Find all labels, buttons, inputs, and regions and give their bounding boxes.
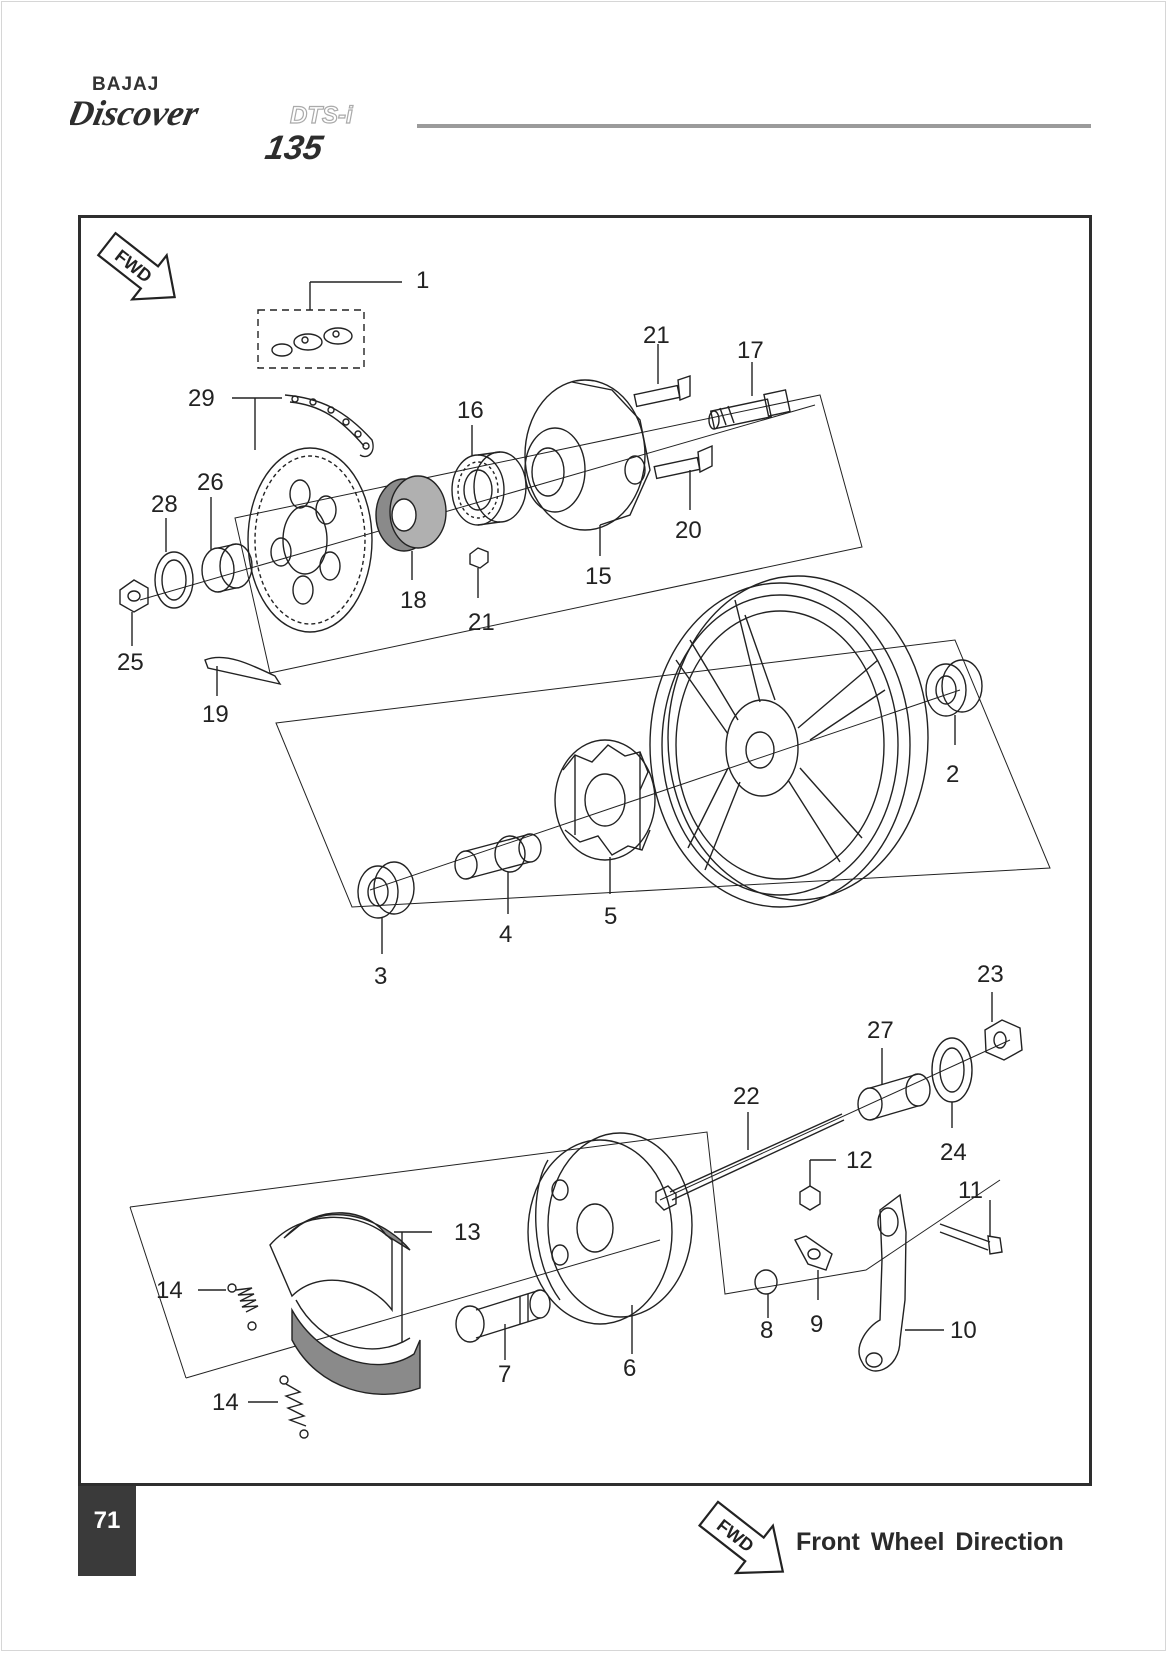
drive-chain — [284, 394, 374, 458]
brand-maker: BAJAJ — [92, 74, 160, 95]
callout: 25 — [117, 649, 144, 676]
lever-bolt — [939, 1223, 1003, 1255]
callout: 16 — [457, 397, 484, 424]
brake-panel — [527, 1132, 693, 1325]
callout: 8 — [760, 1317, 773, 1344]
brake-assembly-panel — [129, 1131, 1001, 1295]
rear-axle — [655, 1113, 845, 1211]
brand-logo: Discover DTS-i 135 — [70, 95, 355, 165]
hub-bolt-21 — [633, 375, 691, 408]
callout: 15 — [585, 563, 612, 590]
brand-engine: 135 — [262, 129, 326, 165]
callout: 14 — [212, 1389, 239, 1416]
wheel-assembly-panel — [275, 639, 1051, 908]
callout: 13 — [454, 1219, 481, 1246]
callout: 21 — [643, 322, 670, 349]
brake-cam-lever — [858, 1193, 907, 1372]
brake-cam — [455, 1289, 551, 1343]
brand-variant: DTS-i — [290, 102, 354, 129]
hub-bolt-20 — [653, 444, 713, 480]
o-ring — [754, 1269, 778, 1295]
callout: 4 — [499, 921, 512, 948]
diagram-frame — [78, 215, 1092, 1486]
callout: 23 — [977, 961, 1004, 988]
wheel-bearing-3 — [357, 861, 415, 919]
callout: 1 — [416, 267, 429, 294]
callout: 24 — [940, 1139, 967, 1166]
callout: 3 — [374, 963, 387, 990]
callout: 12 — [846, 1147, 873, 1174]
sprocket-hub — [524, 379, 651, 531]
callout: 7 — [498, 1361, 511, 1388]
page-number: 71 — [78, 1486, 136, 1576]
hub-stud — [708, 389, 791, 430]
callout: 20 — [675, 517, 702, 544]
lock-plate — [204, 656, 282, 686]
axle-spacer — [857, 1073, 931, 1121]
brake-spring-lower — [279, 1375, 309, 1439]
chain-joint-kit — [257, 309, 365, 369]
fwd-legend: Front Wheel Direction — [796, 1528, 1064, 1556]
callout: 26 — [197, 469, 224, 496]
callout: 27 — [867, 1017, 894, 1044]
wheel-spacer — [454, 833, 542, 880]
callout: 21 — [468, 609, 495, 636]
sprocket-collar — [201, 543, 253, 593]
brake-spring-upper — [227, 1283, 259, 1331]
callout: 2 — [946, 761, 959, 788]
callout: 9 — [810, 1311, 823, 1338]
footer-fwd-arrow-icon: FWD — [697, 1500, 785, 1575]
callout: 22 — [733, 1083, 760, 1110]
callout: 19 — [202, 701, 229, 728]
callout: 29 — [188, 385, 215, 412]
hub-damper-rubber — [554, 739, 656, 861]
rear-wheel-rim — [649, 575, 929, 908]
callout: 18 — [400, 587, 427, 614]
callout: 10 — [950, 1317, 977, 1344]
callout: 17 — [737, 337, 764, 364]
sprocket-nut — [119, 579, 149, 613]
brand-model: Discover — [70, 95, 203, 133]
hub-assembly-panel — [234, 394, 863, 674]
rear-sprocket — [247, 447, 373, 633]
callout: 14 — [156, 1277, 183, 1304]
axle-nut — [984, 1019, 1023, 1061]
wear-indicator-plate — [793, 1235, 833, 1271]
sprocket-washer — [154, 551, 194, 609]
fwd-arrow-icon: FWD — [96, 231, 176, 301]
callout: 11 — [958, 1177, 983, 1204]
brake-shoes — [269, 1212, 421, 1395]
hub-bearing-16 — [451, 451, 527, 526]
callout: 28 — [151, 491, 178, 518]
callout-labels: 1 29 21 17 16 26 28 18 21 20 15 25 19 2 … — [117, 267, 1004, 1416]
dust-seal — [375, 475, 447, 552]
lever-nut — [799, 1185, 821, 1211]
axle-washer — [931, 1037, 973, 1103]
wheel-bearing-2 — [925, 659, 983, 717]
header-rule — [417, 124, 1091, 128]
callout: 6 — [623, 1355, 636, 1382]
callout: 5 — [604, 903, 617, 930]
hub-nut — [469, 547, 489, 569]
